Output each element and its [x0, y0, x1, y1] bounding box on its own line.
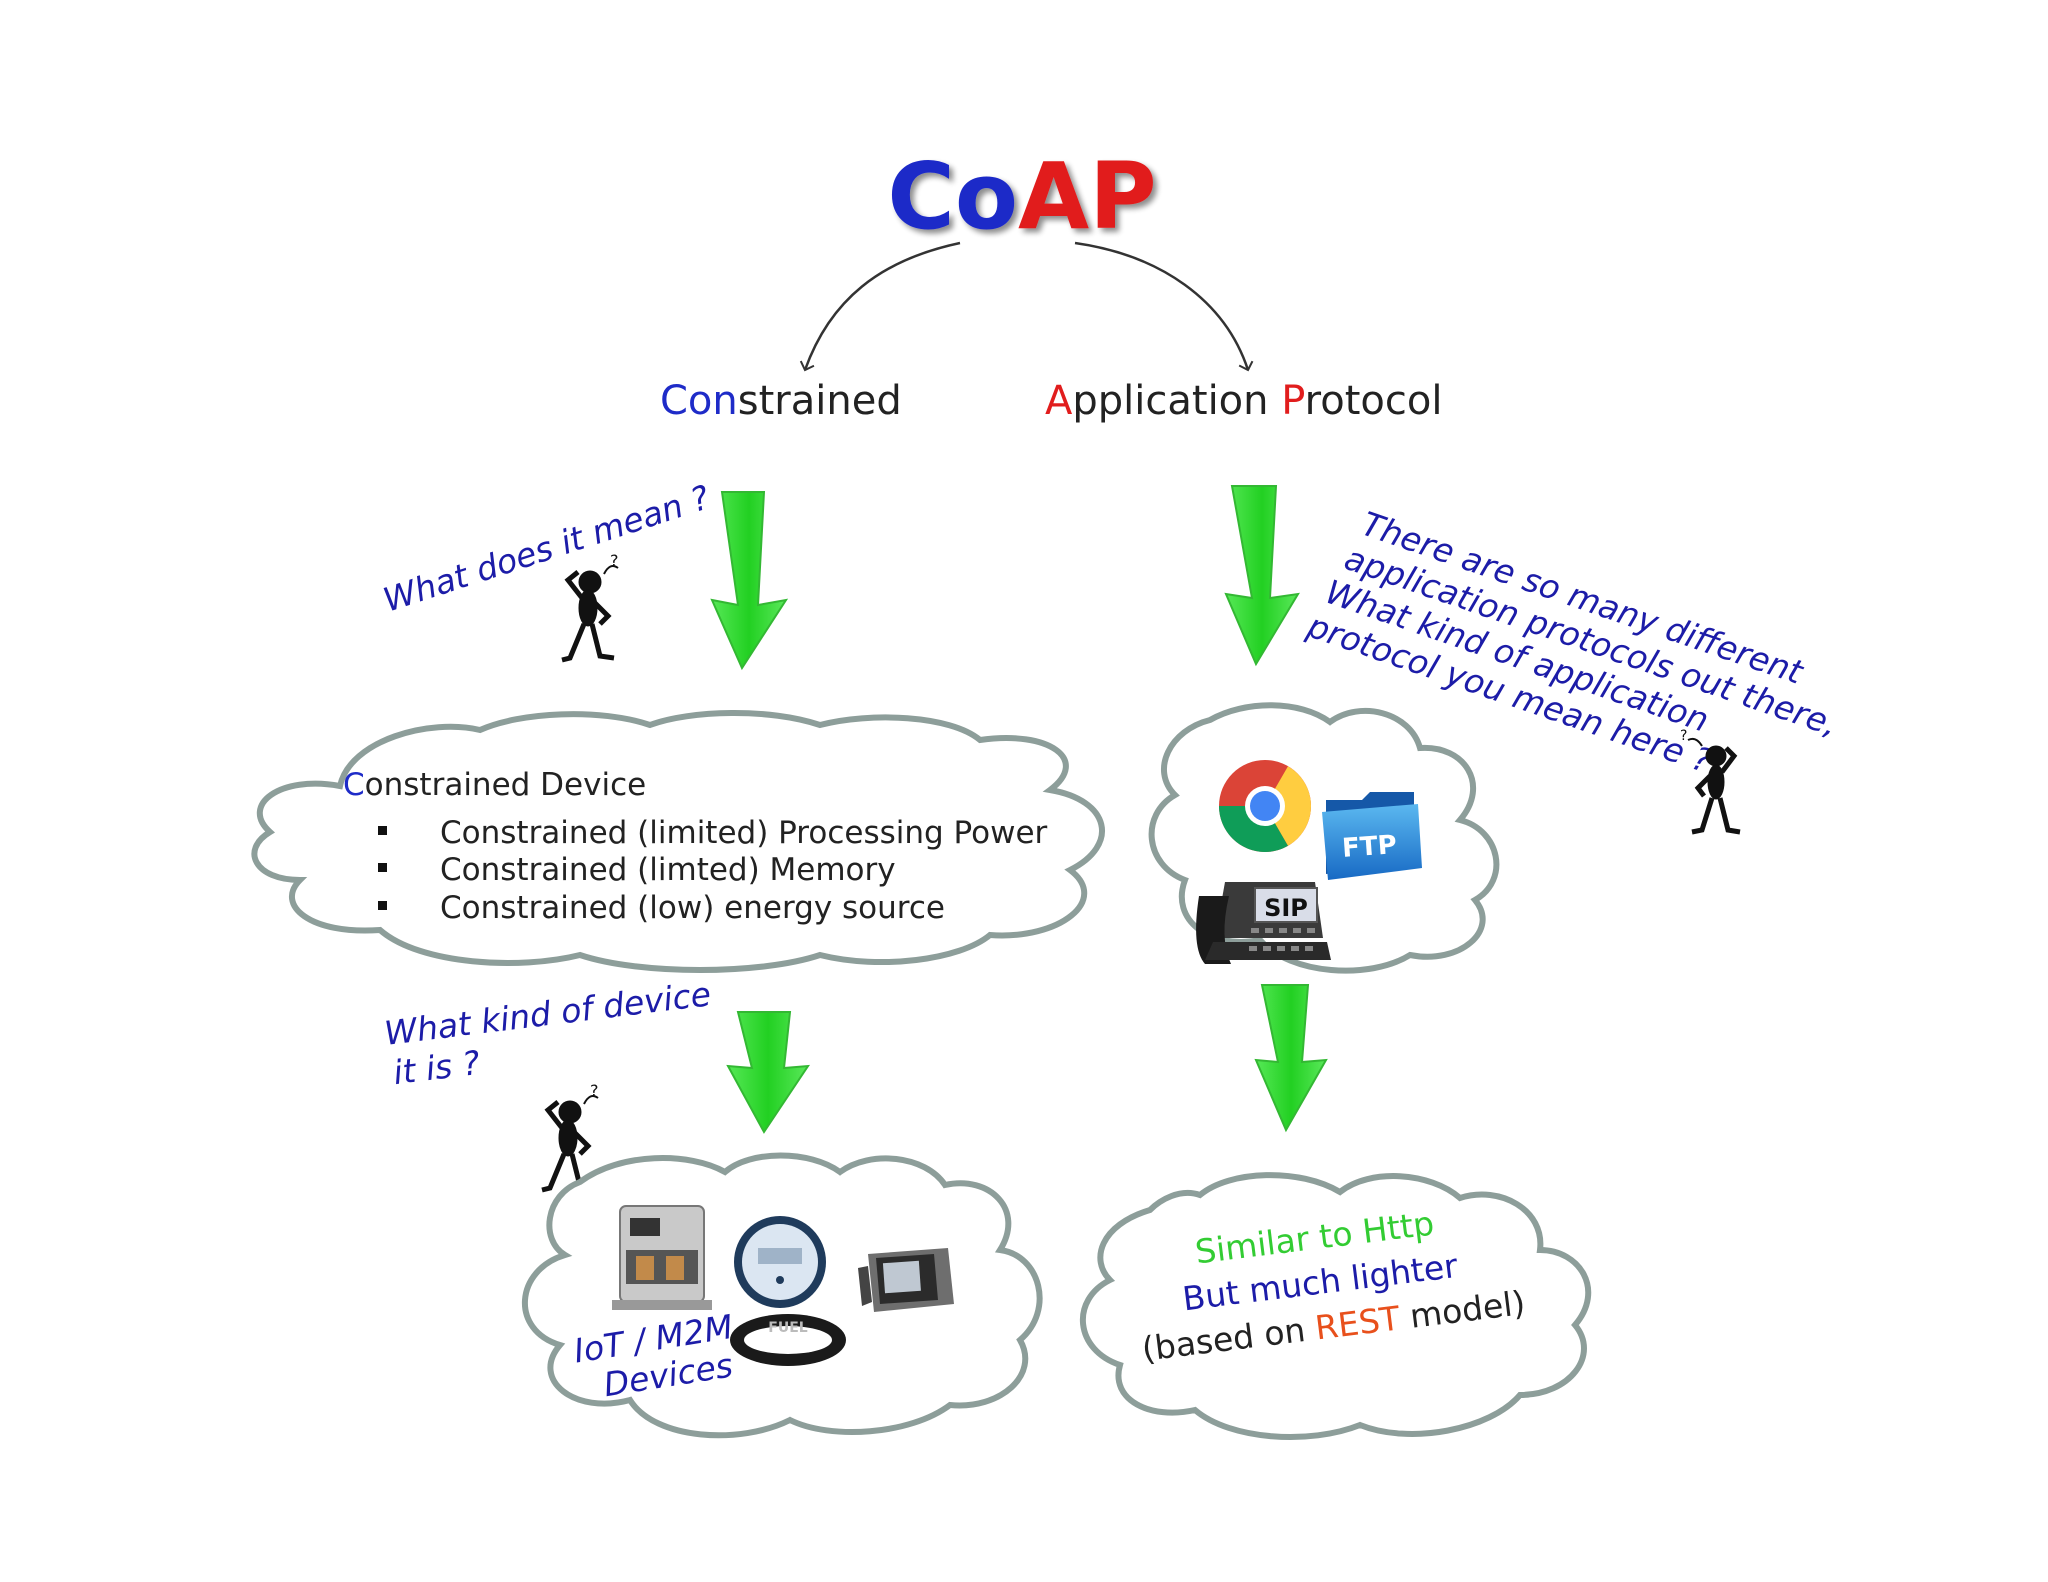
- bullet-text-1: Constrained (limited) Processing Power: [440, 815, 1048, 851]
- fitness-band-label: FUEL: [768, 1320, 807, 1336]
- svg-text:?: ?: [590, 1081, 599, 1100]
- bullet-text-2: Constrained (limted) Memory: [440, 852, 896, 888]
- green-arrow-2: [1224, 485, 1300, 667]
- smart-meter-icon: [734, 1216, 826, 1308]
- arrow-to-constrained: [799, 241, 961, 372]
- green-arrow-4: [1254, 984, 1328, 1133]
- svg-text:?: ?: [1680, 728, 1687, 744]
- coap-title: CoAP: [887, 143, 1156, 250]
- coffee-machine-icon: [612, 1205, 712, 1310]
- fitness-band-icon: FUEL: [730, 1314, 846, 1366]
- bullet-text-3: Constrained (low) energy source: [440, 890, 945, 926]
- thinking-figure-3: ?: [1680, 728, 1741, 835]
- svg-text:?: ?: [610, 551, 619, 570]
- green-arrow-1: [710, 491, 789, 671]
- ftp-folder-icon: FTP: [1322, 792, 1422, 880]
- cloud-result: Similar to Http But much lighter (based …: [1080, 1172, 1592, 1440]
- sip-label: SIP: [1264, 894, 1308, 922]
- coap-title-co: Co: [887, 143, 1018, 250]
- arrow-to-application-protocol: [1074, 241, 1254, 372]
- cloud-constrained-device: Constrained Device Constrained (limited)…: [251, 710, 1105, 973]
- device-cloud-heading: Constrained Device: [343, 767, 646, 803]
- bullet-1: [378, 826, 387, 835]
- question-what-does-it-mean: What does it mean ?: [378, 477, 714, 619]
- smart-watch-icon: [858, 1248, 954, 1312]
- svg-text:What kind of device: What kind of device: [382, 974, 713, 1053]
- label-constrained: Constrained: [660, 378, 902, 424]
- ftp-label: FTP: [1341, 830, 1398, 864]
- green-arrow-3: [726, 1011, 810, 1134]
- chrome-icon: [1219, 760, 1311, 852]
- sip-phone-icon: SIP: [1196, 882, 1331, 964]
- bullet-3: [378, 901, 387, 910]
- question-what-kind-of-device: What kind of device it is ?: [382, 974, 713, 1092]
- coap-title-ap: AP: [1018, 143, 1157, 250]
- label-application-protocol: Application Protocol: [1045, 378, 1442, 424]
- bullet-2: [378, 863, 387, 872]
- cloud-iot-devices: FUEL IoT / M2M Devices: [521, 1152, 1043, 1439]
- cloud-protocol-icons: FTP SIP: [1148, 702, 1500, 974]
- thinking-figure-1: ?: [561, 551, 619, 663]
